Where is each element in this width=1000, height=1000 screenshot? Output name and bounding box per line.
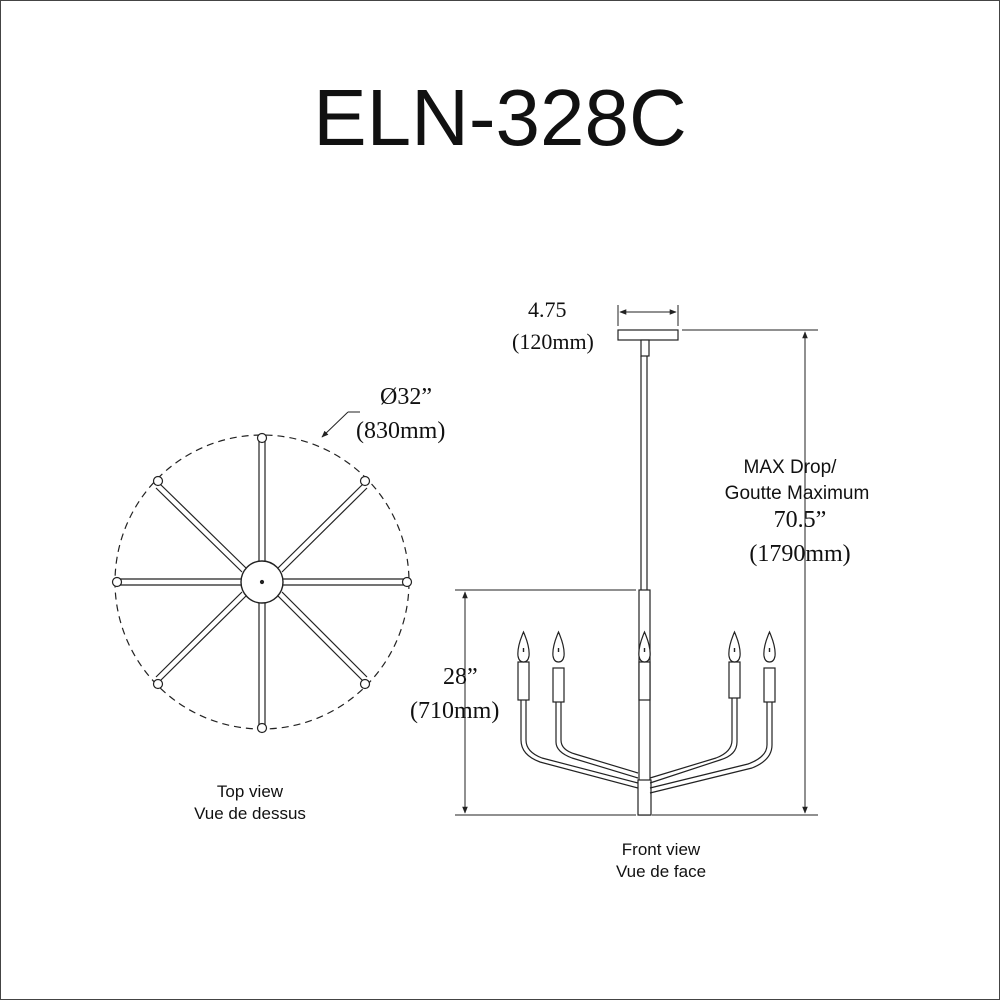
diameter-in-label: Ø32” [380,384,432,410]
body-height-mm-label: (710mm) [410,698,500,724]
max-drop-label-fr: Goutte Maximum [724,483,870,504]
top-view-drawing [111,411,413,734]
max-drop-mm-label: (1790mm) [749,541,851,567]
front-view-caption-fr: Vue de face [615,862,707,881]
diameter-leader [321,411,360,438]
front-view-caption-en: Front view [621,840,701,859]
front-view-candles [517,661,776,703]
model-number-title: ELN-328C [313,73,687,162]
front-view-bulbs [517,630,776,663]
dimension-lines [455,305,818,816]
canopy-width-mm-label: (120mm) [512,329,594,354]
front-view-drawing [517,329,776,816]
top-view-caption-en: Top view [216,782,284,801]
front-view-arms [520,695,773,794]
diameter-mm-label: (830mm) [356,418,446,444]
canopy [617,329,679,341]
top-view-candle-tips [111,432,413,734]
max-drop-in-label: 70.5” [773,507,827,533]
top-view-arms [119,439,405,727]
body-height-in-label: 28” [443,664,478,690]
bulb-filaments [522,648,771,652]
canopy-width-in-label: 4.75 [528,297,567,322]
top-view-caption-fr: Vue de dessus [194,804,306,823]
max-drop-label-en: MAX Drop/ [743,457,837,478]
